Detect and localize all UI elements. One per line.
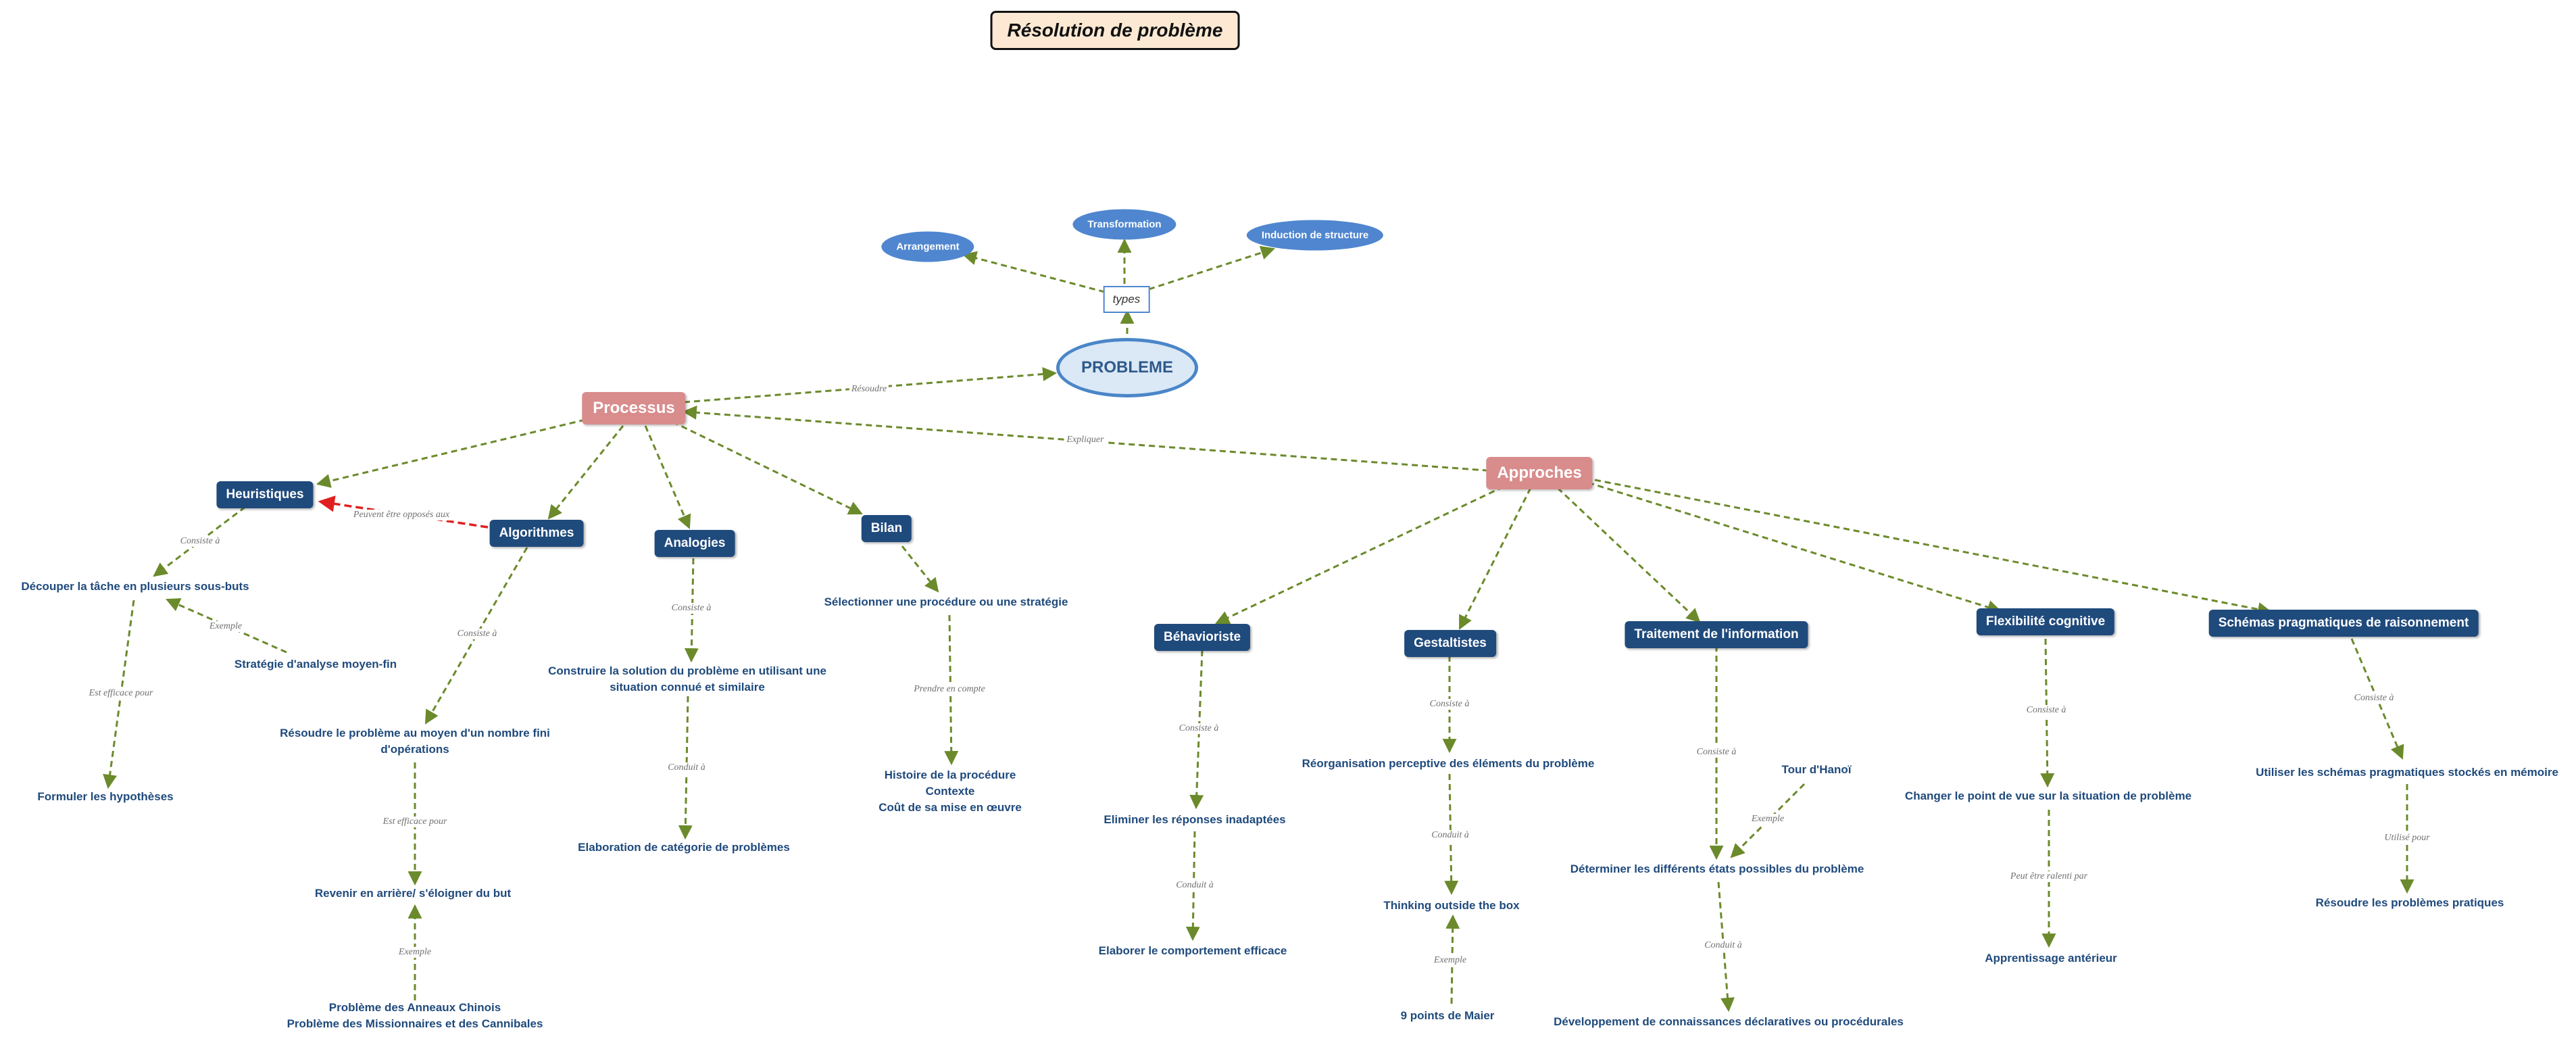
label-analogies-conduit: Conduit à: [666, 762, 708, 773]
text-reorganisation-perceptive[interactable]: Réorganisation perceptive des éléments d…: [1302, 757, 1595, 770]
label-flexibilite-consiste: Consiste à: [2024, 705, 2069, 716]
page-title[interactable]: Résolution de problème: [990, 11, 1240, 50]
label-gestaltistes-conduit: Conduit à: [1429, 830, 1471, 841]
text-strategie-analyse[interactable]: Stratégie d'analyse moyen-fin: [234, 658, 397, 671]
node-analogies[interactable]: Analogies: [654, 530, 735, 557]
link-bilan-selectionner: [901, 545, 939, 593]
text-revenir-arriere[interactable]: Revenir en arrière/ s'éloigner du but: [314, 887, 512, 900]
node-bilan[interactable]: Bilan: [861, 515, 912, 542]
label-heuristiques-efficace: Est efficace pour: [86, 688, 155, 699]
text-utiliser-schemas[interactable]: Utiliser les schémas pragmatiques stocké…: [2256, 766, 2558, 779]
text-missionnaires-cannibales: Problème des Missionnaires et des Cannib…: [287, 1017, 543, 1030]
text-construire-line-1: Construire la solution du problème en ut…: [548, 664, 826, 677]
text-determiner-etats[interactable]: Déterminer les différents états possible…: [1570, 862, 1864, 875]
text-resoudre-line-1: Résoudre le problème au moyen d'un nombr…: [280, 727, 550, 739]
link-approches-flexibilite: [1587, 481, 2002, 614]
label-traitement-exemple: Exemple: [1749, 814, 1787, 825]
link-approches-schemas: [1594, 479, 2273, 616]
text-changer-point-de-vue[interactable]: Changer le point de vue sur la situation…: [1904, 789, 2192, 802]
node-behavioriste[interactable]: Béhavioriste: [1154, 624, 1251, 651]
type-arrangement[interactable]: Arrangement: [881, 231, 974, 262]
node-types[interactable]: types: [1103, 286, 1150, 313]
link-heuristiques-decouper: [153, 506, 246, 577]
text-thinking-outside-box[interactable]: Thinking outside the box: [1383, 899, 1520, 912]
text-resoudre-line-2: d'opérations: [380, 743, 449, 756]
text-elaborer-comportement[interactable]: Elaborer le comportement efficace: [1098, 944, 1287, 957]
label-flexibilite-ralenti: Peut être ralenti par: [2008, 871, 2090, 882]
link-approches-behavioriste: [1215, 485, 1504, 625]
label-schemas-utilise-pour: Utilisé pour: [2382, 833, 2432, 844]
label-algorithmes-efficace: Est efficace pour: [380, 817, 449, 827]
text-eliminer-reponses[interactable]: Eliminer les réponses inadaptées: [1104, 813, 1286, 826]
label-schemas-consiste: Consiste à: [2352, 693, 2396, 704]
node-traitement-information[interactable]: Traitement de l'information: [1625, 621, 1808, 648]
label-behavioriste-consiste: Consiste à: [1176, 723, 1221, 734]
text-tour-hanoi[interactable]: Tour d'Hanoï: [1781, 763, 1852, 776]
text-construire-solution[interactable]: Construire la solution du problème en ut…: [548, 663, 826, 696]
label-gestaltistes-exemple: Exemple: [1431, 955, 1469, 966]
label-bilan-prendre-en-compte: Prendre en compte: [912, 684, 987, 695]
link-processus-analogies: [644, 425, 691, 529]
link-processus-bilan: [672, 420, 863, 515]
type-induction-de-structure[interactable]: Induction de structure: [1246, 220, 1384, 251]
text-resoudre-problemes-pratiques[interactable]: Résoudre les problèmes pratiques: [2315, 896, 2504, 909]
text-contexte: Contexte: [925, 785, 975, 798]
label-traitement-conduit: Conduit à: [1702, 940, 1744, 951]
text-points-maier[interactable]: 9 points de Maier: [1400, 1009, 1495, 1022]
node-gestaltistes[interactable]: Gestaltistes: [1404, 630, 1496, 657]
label-expliquer: Expliquer: [1064, 435, 1106, 445]
label-analogies-consiste: Consiste à: [669, 603, 714, 614]
link-processus-heuristiques: [316, 418, 586, 488]
text-selectionner-procedure[interactable]: Sélectionner une procédure ou une straté…: [824, 595, 1068, 608]
text-construire-line-2: situation connué et similaire: [610, 681, 765, 693]
link-processus-algorithmes: [547, 425, 624, 520]
link-approches-traitement: [1556, 487, 1701, 623]
label-behavioriste-conduit: Conduit à: [1174, 880, 1216, 891]
node-heuristiques[interactable]: Heuristiques: [216, 481, 314, 508]
label-algorithmes-exemple: Exemple: [396, 947, 434, 958]
link-types-arrangement: [962, 251, 1106, 293]
link-approches-gestaltistes: [1458, 487, 1532, 630]
text-histoire-procedure: Histoire de la procédure: [884, 769, 1016, 781]
text-anneaux-chinois: Problème des Anneaux Chinois: [328, 1001, 501, 1014]
type-transformation[interactable]: Transformation: [1072, 209, 1176, 240]
text-exemples-problemes[interactable]: Problème des Anneaux Chinois Problème de…: [287, 1000, 543, 1032]
node-schemas-pragmatiques[interactable]: Schémas pragmatiques de raisonnement: [2208, 610, 2479, 637]
link-behavioriste-eliminer: [1189, 650, 1204, 810]
text-formuler-hypotheses[interactable]: Formuler les hypothèses: [37, 790, 174, 803]
node-processus[interactable]: Processus: [582, 392, 686, 424]
text-developpement-connaissances[interactable]: Développement de connaissances déclarati…: [1554, 1015, 1904, 1028]
node-approches[interactable]: Approches: [1486, 457, 1593, 489]
text-apprentissage-anterieur[interactable]: Apprentissage antérieur: [1985, 952, 2117, 965]
label-heuristiques-consiste: Consiste à: [178, 536, 222, 547]
link-types-induction: [1148, 245, 1275, 291]
text-elaboration-categorie[interactable]: Elaboration de catégorie de problèmes: [578, 841, 790, 854]
label-resoudre: Résoudre: [849, 384, 889, 395]
text-decouper-tache[interactable]: Découper la tâche en plusieurs sous-buts: [21, 580, 249, 593]
node-probleme[interactable]: PROBLEME: [1056, 338, 1198, 397]
label-traitement-consiste: Consiste à: [1694, 747, 1739, 758]
label-algorithmes-consiste: Consiste à: [455, 629, 499, 639]
text-bilan-items[interactable]: Histoire de la procédure Contexte Coût d…: [878, 767, 1022, 816]
label-gestaltistes-consiste: Consiste à: [1427, 699, 1472, 710]
node-flexibilite-cognitive[interactable]: Flexibilité cognitive: [1976, 608, 2115, 635]
label-heuristiques-exemple: Exemple: [207, 621, 245, 632]
label-peuvent-etre-opposes: Peuvent être opposés aux: [351, 510, 452, 520]
link-processus-approches: [682, 405, 1487, 472]
text-cout-mise-en-oeuvre: Coût de sa mise en œuvre: [878, 801, 1022, 814]
node-algorithmes[interactable]: Algorithmes: [489, 520, 584, 547]
text-resoudre-operations[interactable]: Résoudre le problème au moyen d'un nombr…: [280, 725, 550, 758]
